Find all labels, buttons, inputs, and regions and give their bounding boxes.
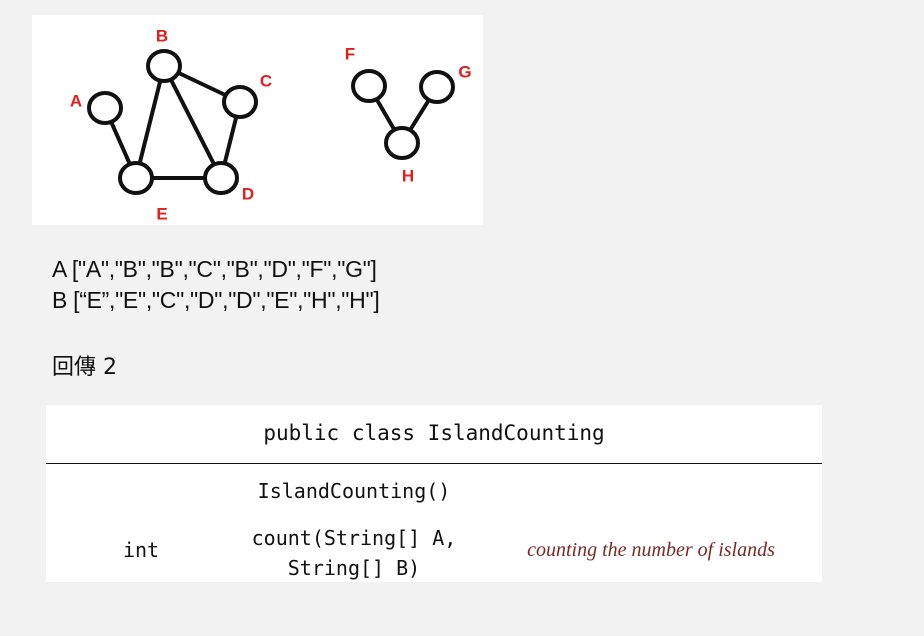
node-label-F: F [345,44,355,63]
method-description: counting the number of islands [527,539,775,561]
node-C [222,85,258,119]
method-signature-line1: count(String[] A, [251,526,457,550]
node-label-E: E [156,204,167,223]
node-A [87,91,123,125]
node-label-A: A [70,91,82,110]
method-return-type: int [122,538,160,562]
node-E [118,161,154,195]
node-G [419,70,455,104]
edge-B-E [134,64,166,180]
graph-svg: A B C D E F G H [70,26,472,223]
array-a: A ["A","B","B","C","B","D","F","G"] [52,256,377,282]
graph-diagram: A B C D E F G H [32,15,483,225]
node-F [351,69,387,103]
node-B [146,49,182,83]
result-text: 回傳 2 [52,355,117,380]
node-D [203,161,239,195]
node-label-B: B [156,26,168,45]
api-table: public class IslandCounting IslandCounti… [46,405,822,582]
node-label-H: H [402,166,414,185]
edge-B-D [162,64,223,180]
api-header: public class IslandCounting [46,405,822,464]
constructor-signature: IslandCounting() [257,479,451,503]
array-b: B [“E”,"E","C","D","D","E","H","H"] [52,287,380,313]
node-label-C: C [260,71,272,90]
method-signature-line2: String[] B) [287,556,421,580]
input-arrays: A ["A","B","B","C","B","D","F","G"] B [“… [52,254,380,316]
node-label-G: G [458,62,471,81]
node-H [384,126,420,160]
method-signature: count(String[] A, String[] B) [232,523,476,583]
node-label-D: D [242,184,254,203]
